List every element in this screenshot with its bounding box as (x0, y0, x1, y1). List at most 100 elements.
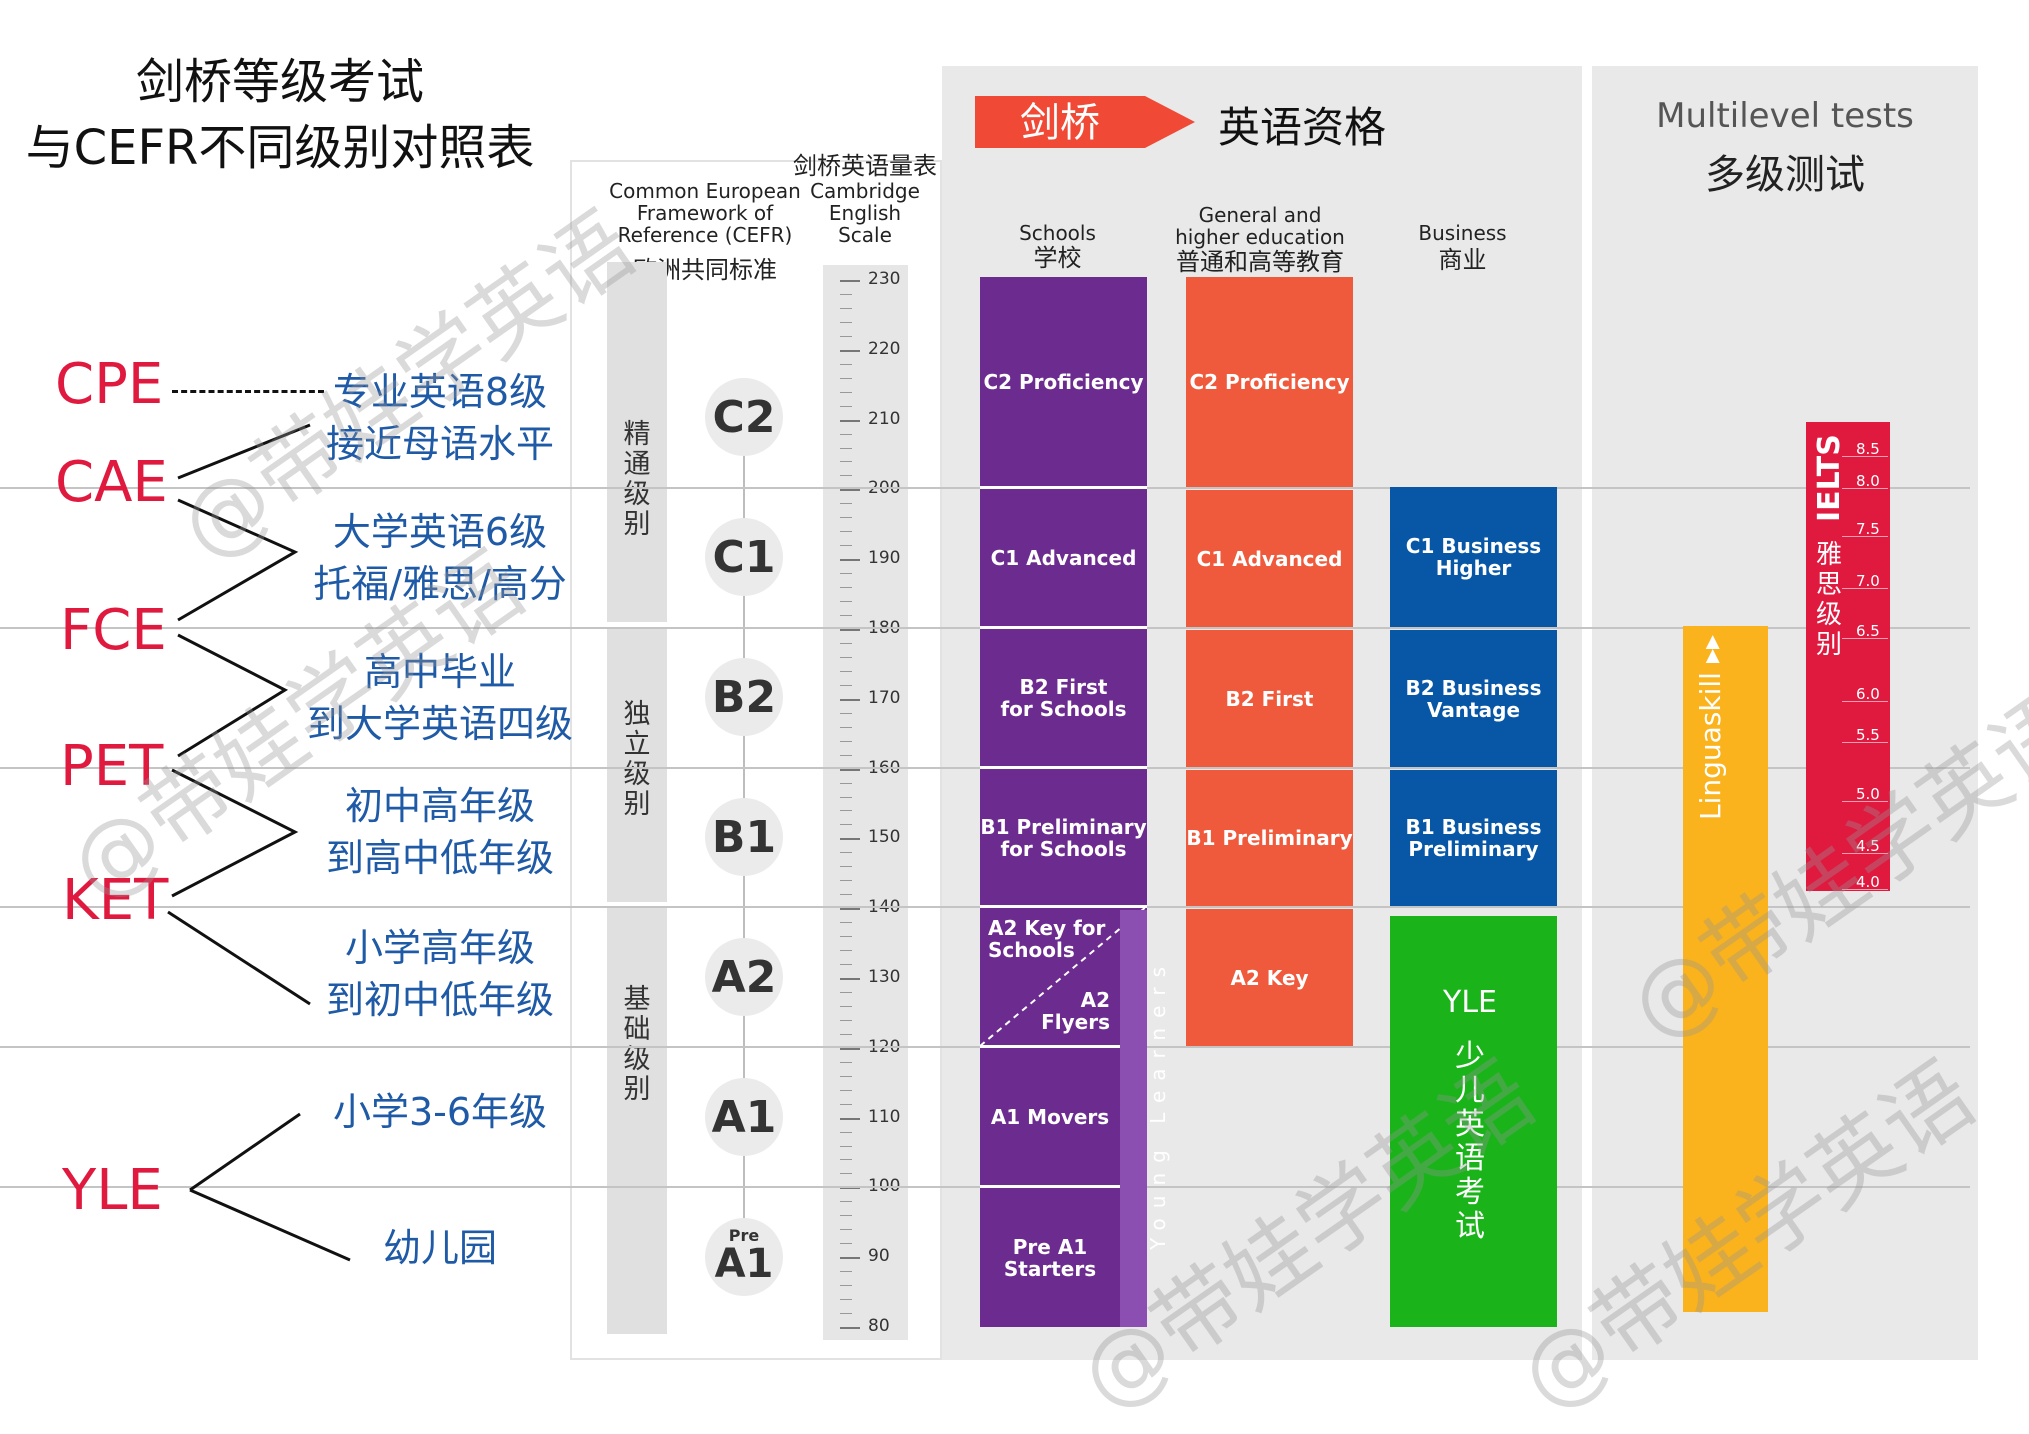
desc-ket-2: 到高中低年级 (325, 836, 554, 880)
linguaskill-bar (1683, 626, 1768, 1312)
ielts-logo: IELTS (1812, 434, 1847, 522)
scale-tick-minor (840, 1313, 852, 1315)
schools-c1-advanced: C1 Advanced (990, 546, 1137, 570)
level-group-bar-1 (607, 262, 667, 622)
desc-a2-2: 到初中低年级 (325, 978, 554, 1022)
scale-tick-major (840, 280, 860, 282)
ielts-band-label: 4.5 (1856, 837, 1880, 855)
scale-tick-minor (840, 1215, 852, 1217)
scale-tick-minor (840, 447, 852, 449)
scale-tick-minor (840, 335, 852, 337)
ielts-band-label: 7.0 (1856, 572, 1880, 590)
scale-tick-minor (840, 1005, 852, 1007)
ielts-band-tick (1842, 638, 1888, 639)
scale-tick-minor (840, 321, 852, 323)
scale-tick-major (840, 978, 860, 980)
schools-sep-6 (980, 1185, 1120, 1188)
scale-tick-minor (840, 642, 852, 644)
scale-tick-minor (840, 922, 852, 924)
general-a2-key: A2 Key (1186, 909, 1353, 1046)
schools-a2-diagonal (980, 906, 1147, 1046)
scale-tick-minor (840, 796, 852, 798)
yle-block (1390, 916, 1557, 1327)
exam-pet: PET (60, 734, 164, 799)
scale-tick-minor (840, 391, 852, 393)
scale-tick-minor (840, 866, 852, 868)
scale-tick-minor (840, 1075, 852, 1077)
ielts-band-tick (1842, 742, 1888, 743)
linguaskill-text: Linguaskill (1694, 672, 1727, 820)
general-c1-advanced: C1 Advanced (1186, 490, 1353, 627)
ielts-band-tick (1842, 536, 1888, 537)
scale-tick-minor (840, 964, 852, 966)
ielts-band-tick (1842, 701, 1888, 702)
schools-sep-4 (980, 905, 1147, 908)
scale-tick-minor (840, 1131, 852, 1133)
level-group-bar-2 (607, 627, 667, 902)
scale-tick-minor (840, 782, 852, 784)
cefr-level-a2: A2 (705, 938, 783, 1016)
scale-tick-minor (840, 1033, 852, 1035)
scale-tick-minor (840, 852, 852, 854)
level-group-independent: 独立级别 (623, 699, 651, 820)
cefr-header-en: Common European Framework of Reference (… (609, 179, 801, 247)
desc-yle-2: 幼儿园 (382, 1226, 497, 1270)
scale-tick-minor (840, 545, 852, 547)
scale-tick-minor (840, 601, 852, 603)
scale-tick-minor (840, 1271, 852, 1273)
scale-label: 110 (868, 1106, 901, 1127)
business-header: Business 商业 (1418, 221, 1507, 274)
ielts-cn-label: 雅思级别 (1815, 540, 1842, 660)
scale-tick-minor (840, 1201, 852, 1203)
scale-tick-minor (840, 1299, 852, 1301)
multilevel-header-en: Multilevel tests (1656, 96, 1914, 136)
title-line-2: 与CEFR不同级别对照表 (25, 120, 535, 176)
level-group-bar-3 (607, 907, 667, 1334)
scale-header-cn: 剑桥英语量表 (793, 152, 937, 180)
young-learners-label: Young Learners (1146, 956, 1170, 1250)
desc-fce-1: 大学英语6级 (332, 510, 548, 554)
scale-tick-minor (840, 517, 852, 519)
ielts-band-label: 8.0 (1856, 472, 1880, 490)
scale-tick-major (840, 349, 860, 352)
scale-tick-minor (840, 1285, 852, 1287)
yle-label-cn: 少儿英语考试 (1455, 1039, 1485, 1244)
scale-label: 170 (868, 687, 901, 708)
exam-connectors (167, 423, 351, 1262)
general-header: General and higher education 普通和高等教育 (1175, 203, 1345, 276)
scale-tick-minor (840, 991, 852, 993)
scale-tick-minor (840, 712, 852, 714)
exam-yle: YLE (62, 1158, 163, 1223)
ielts-band-label: 5.5 (1856, 726, 1880, 744)
schools-sep-1 (980, 486, 1147, 489)
scale-tick-minor (840, 1019, 852, 1021)
multilevel-header-cn: 多级测试 (1705, 152, 1865, 198)
scale-tick-minor (840, 377, 852, 379)
desc-cpe: 专业英语8级 (332, 370, 548, 414)
scale-tick-major (840, 1187, 860, 1190)
schools-c2-proficiency: C2 Proficiency (983, 370, 1144, 394)
scale-tick-minor (840, 740, 852, 742)
ielts-band-label: 6.5 (1856, 622, 1880, 640)
scale-tick-major (840, 698, 860, 701)
scale-tick-minor (840, 461, 852, 463)
ielts-band-label: 7.5 (1856, 520, 1880, 538)
cambridge-tag-arrow (1145, 96, 1195, 148)
scale-label: 220 (868, 338, 901, 359)
desc-pet-1: 高中毕业 (363, 650, 516, 694)
scale-label: 80 (868, 1316, 890, 1336)
scale-label: 90 (868, 1246, 890, 1267)
scale-tick-minor (840, 573, 852, 575)
scale-tick-major (840, 908, 860, 911)
ielts-band-tick (1842, 588, 1888, 589)
scale-tick-minor (840, 405, 852, 407)
scale-tick-minor (840, 615, 852, 617)
cefr-level-a1: A1 (705, 1078, 783, 1156)
scale-tick-minor (840, 1145, 852, 1147)
